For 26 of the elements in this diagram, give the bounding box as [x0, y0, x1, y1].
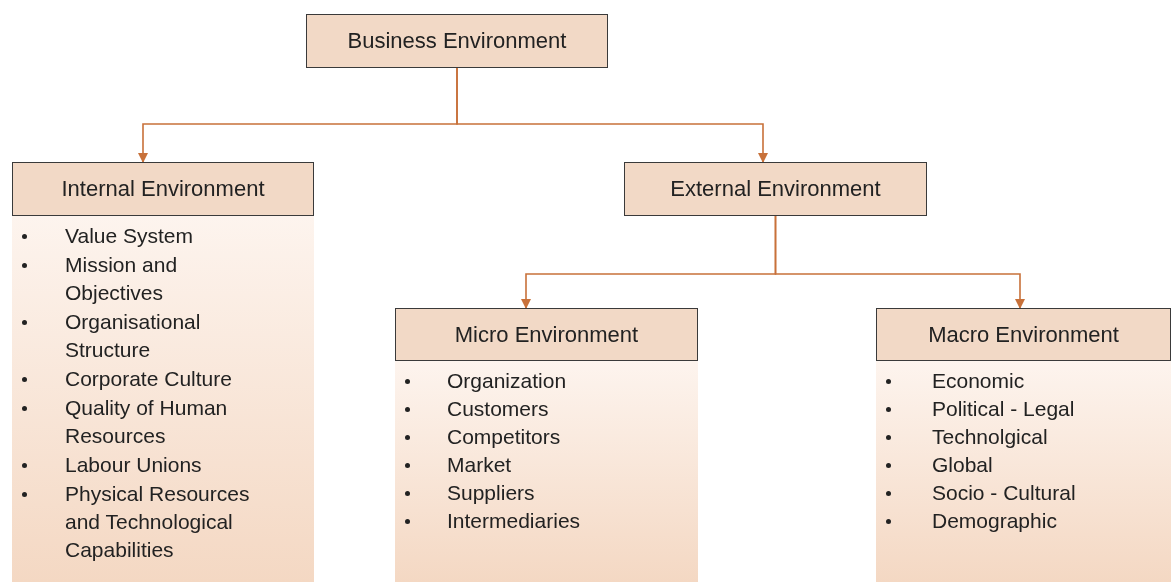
list-item: Suppliers	[447, 480, 536, 506]
list-item: Quality of Human Resources	[65, 395, 229, 449]
list-item: Physical Resources and Technological Capabilities	[65, 481, 251, 563]
list-item: Mission and Objectives	[65, 252, 179, 306]
list-item: Socio - Cultural	[932, 480, 1077, 506]
heading-box: External Environment	[624, 162, 927, 216]
list-item: Customers	[447, 396, 550, 422]
list-item: Competitors	[447, 424, 562, 450]
list-item: Organisational Structure	[65, 309, 202, 363]
heading-box: Internal Environment	[12, 162, 314, 216]
list-item: Demographic	[932, 508, 1058, 534]
list-item: Value System	[65, 223, 194, 249]
list-item: Political - Legal	[932, 396, 1076, 422]
heading-box: Micro Environment	[395, 308, 698, 361]
list-item: Market	[447, 452, 513, 478]
list-item: Corporate Culture	[65, 366, 233, 392]
list-item: Intermediaries	[447, 508, 582, 534]
list-item: Technolgical	[932, 424, 1049, 450]
list-item: Labour Unions	[65, 452, 203, 478]
list-item: Economic	[932, 368, 1026, 394]
connector-arrow	[456, 67, 768, 163]
list-item: Global	[932, 452, 994, 478]
list-item: Organization	[447, 368, 568, 394]
connector-arrow	[774, 215, 1025, 309]
heading-box: Macro Environment	[876, 308, 1171, 361]
heading-box: Business Environment	[306, 14, 608, 68]
